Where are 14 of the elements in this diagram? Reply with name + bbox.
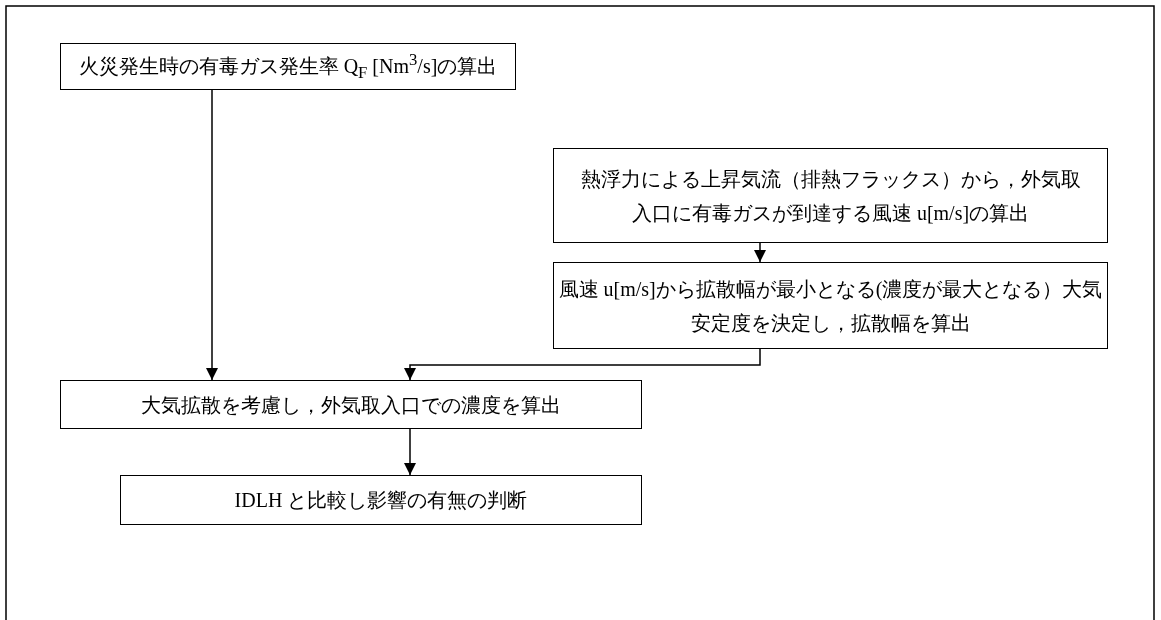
arrow: [404, 428, 416, 476]
step-text: 火災発生時の有毒ガス発生率 Q$_{F}$ [Nm$^{3}$/s]の算出: [78, 49, 498, 84]
arrow: [754, 242, 766, 263]
step-text: IDLH と比較し影響の有無の判断: [234, 488, 528, 513]
process-box: [60, 380, 642, 429]
process-box: [553, 148, 1108, 243]
arrow: [404, 348, 761, 381]
step-text: 大気拡散を考慮し，外気取入口での濃度を算出: [141, 392, 561, 418]
step-text: 熱浮力による上昇気流（排熱フラックス）から，外気取入口に有毒ガスが到達する風速 u[m/s]の算出: [580, 166, 1081, 226]
process-box: [120, 475, 642, 525]
step-text: 風速 u[m/s]から拡散幅が最小となる(濃度が最大となる）大気安定度を決定し，拡散幅を算出: [557, 276, 1104, 336]
process-box: [60, 43, 516, 90]
process-box: [553, 262, 1108, 349]
arrow: [206, 89, 218, 381]
